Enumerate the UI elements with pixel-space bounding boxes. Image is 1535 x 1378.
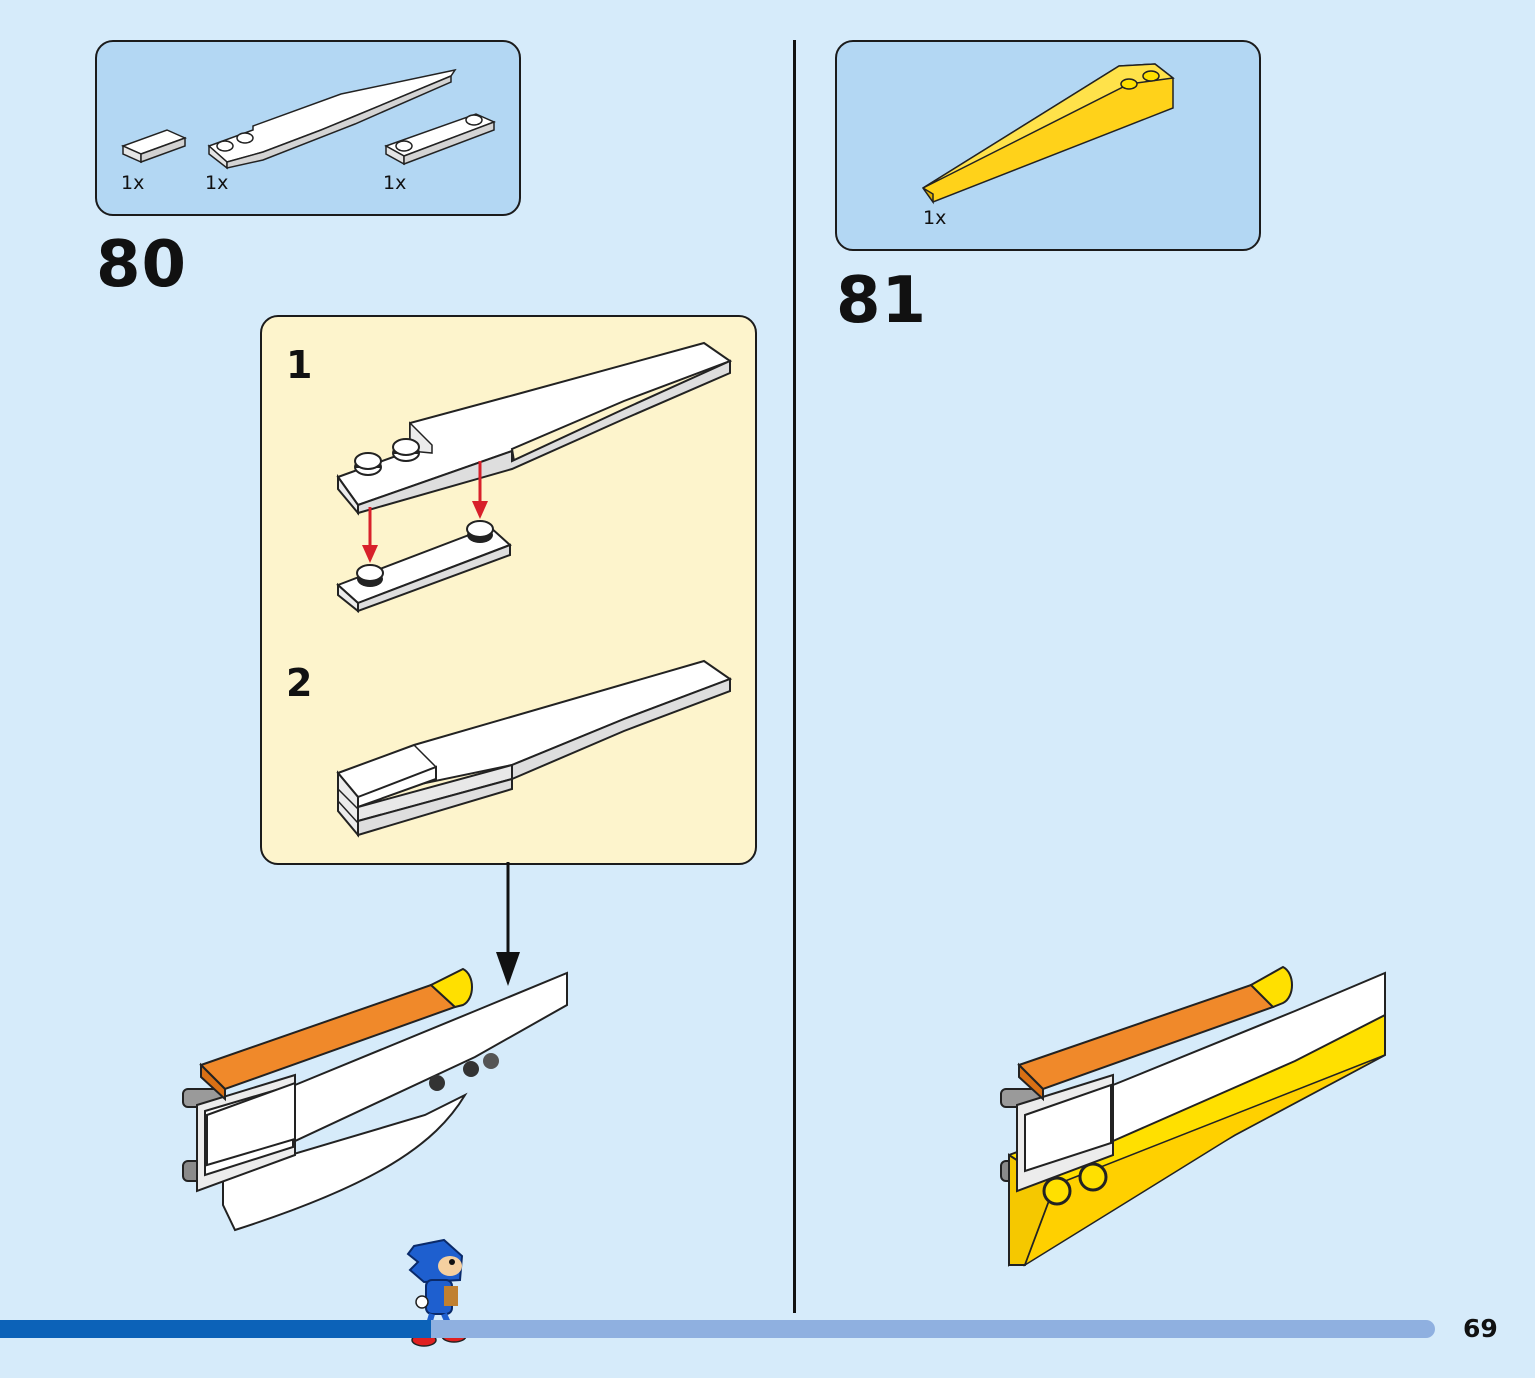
plate-1x4-icon — [384, 113, 496, 166]
wedge-slope-icon — [921, 63, 1175, 205]
down-arrow-icon — [496, 862, 520, 986]
substep-2-illustration — [336, 659, 733, 838]
step-number: 80 — [96, 228, 188, 302]
step-80-model — [182, 967, 568, 1232]
step-80-parts-box: 1x 1x 1x — [95, 40, 521, 216]
progress-fill — [0, 1320, 431, 1338]
page-number: 69 — [1463, 1314, 1498, 1343]
step-divider — [793, 40, 796, 1313]
part-qty: 1x — [121, 172, 145, 194]
step-81-parts-box: 1x — [835, 40, 1261, 251]
substep-1-illustration — [336, 341, 733, 614]
part-qty: 1x — [205, 172, 229, 194]
curved-slope-icon — [207, 68, 457, 170]
step-81-model — [1000, 965, 1386, 1267]
part-qty: 1x — [923, 207, 947, 229]
substep-callout: 1 2 — [260, 315, 757, 865]
sonic-mascot-icon — [406, 1238, 467, 1347]
tile-1x2-icon — [120, 129, 188, 164]
substep-number: 2 — [286, 661, 313, 705]
step-number: 81 — [836, 264, 928, 338]
substep-number: 1 — [286, 343, 313, 387]
part-qty: 1x — [383, 172, 407, 194]
